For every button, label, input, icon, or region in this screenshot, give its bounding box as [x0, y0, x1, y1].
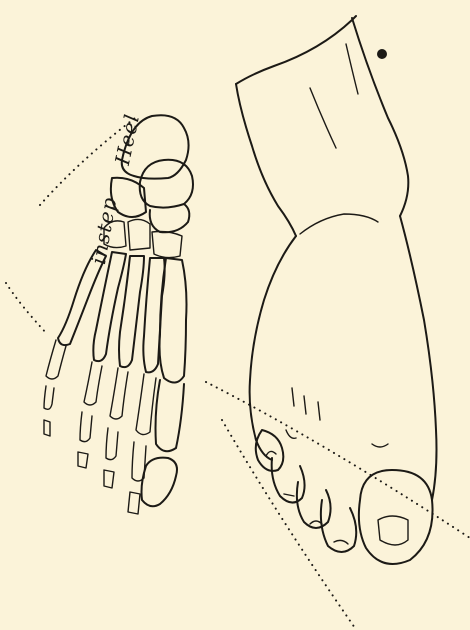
outer-foot-edge [250, 236, 296, 460]
tendon-line [346, 44, 358, 94]
metatarsal-4 [93, 252, 126, 361]
toenails [266, 451, 408, 545]
ink-spot [377, 49, 387, 59]
leg-front-edge [352, 18, 408, 216]
talus-bone [140, 160, 193, 208]
foot-creases [286, 388, 388, 447]
heel-outline [236, 16, 356, 84]
inner-foot-edge [400, 216, 437, 500]
phalanges-5 [44, 340, 66, 436]
big-toe [359, 470, 433, 564]
foot-outline [236, 16, 437, 564]
toe-4 [272, 458, 305, 503]
foot-skeleton [44, 115, 193, 514]
dotted-guide-lines [6, 118, 470, 628]
toe-5 [256, 430, 284, 471]
ankle-crease [300, 214, 378, 234]
metatarsal-2 [143, 258, 164, 372]
leg-back-edge [236, 84, 296, 236]
phalanges-4 [78, 362, 102, 468]
phalanges-3 [104, 368, 128, 488]
phalanges-1 [142, 380, 185, 506]
metatarsal-1 [160, 258, 187, 383]
toe-2 [321, 500, 356, 552]
shin-line [310, 88, 336, 148]
